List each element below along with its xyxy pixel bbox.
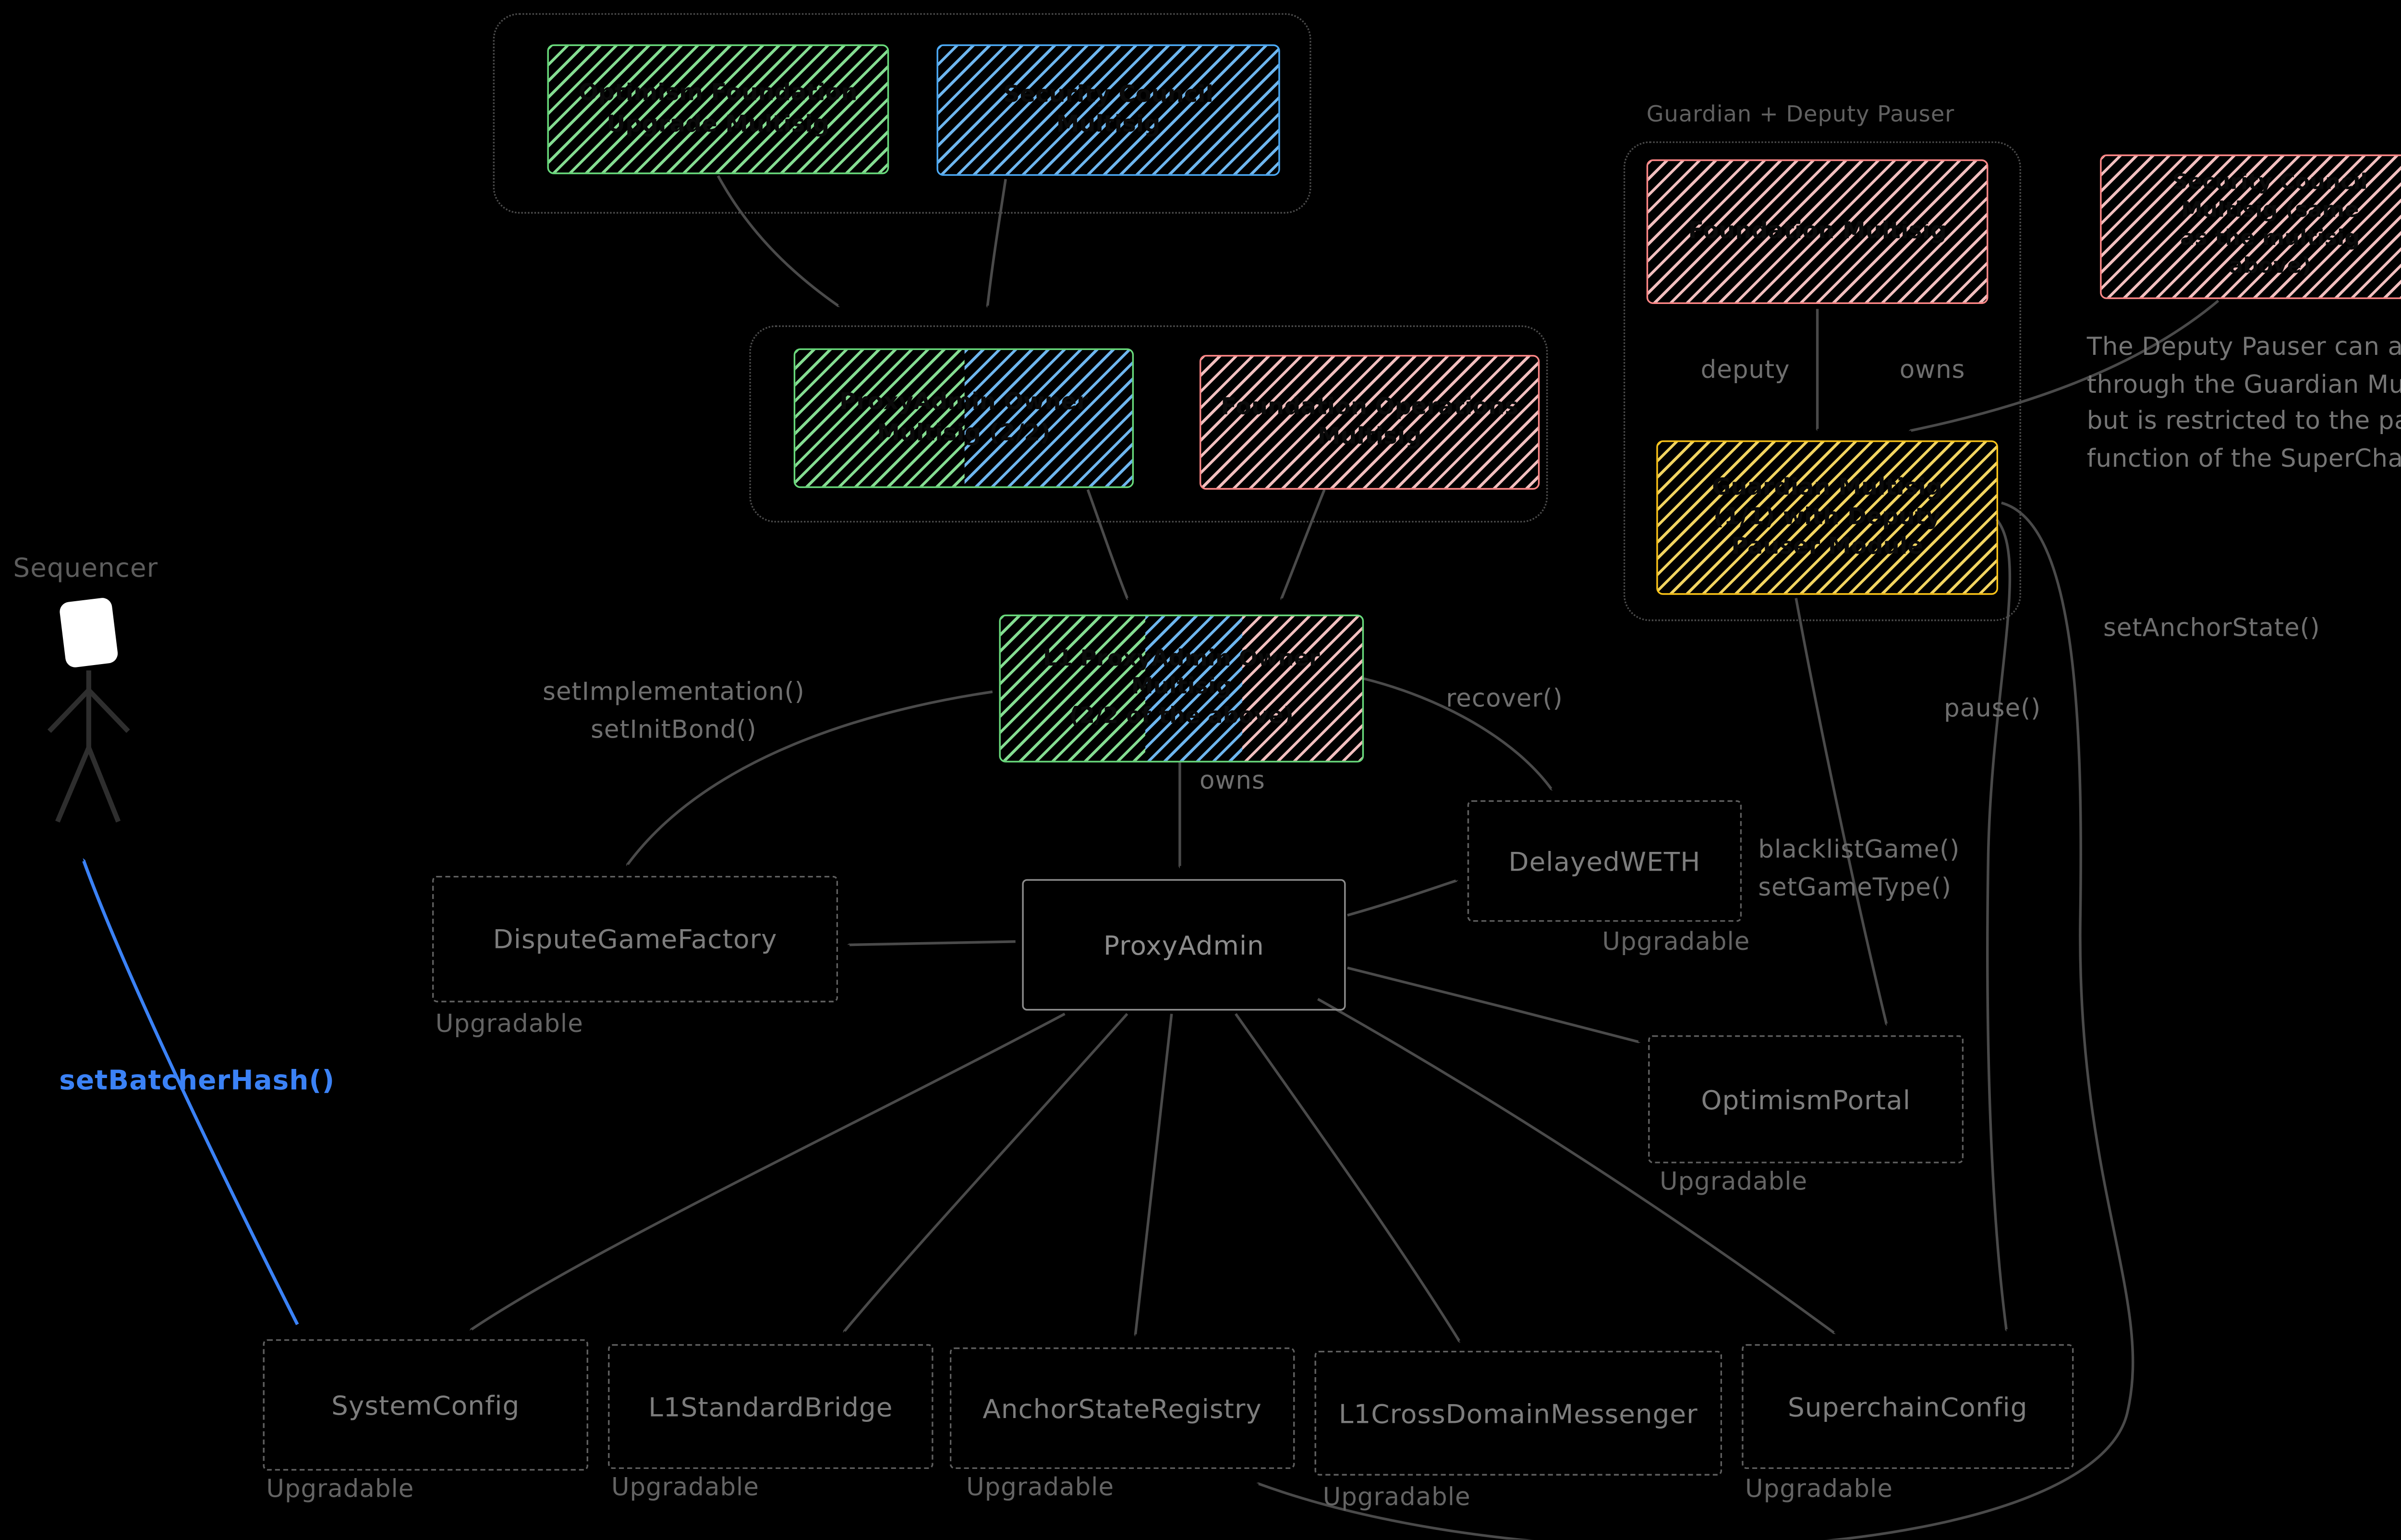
box-label-line: Multisig (same (2181, 199, 2359, 224)
note-line: function of the SuperChainConfig (2086, 443, 2401, 473)
l1-proxyadmin-owner-box: L1 ProxyAdmin Owner Multisig (2/2 of the… (999, 614, 1364, 763)
blue-half (963, 350, 1132, 486)
security-council-multisig-box: Security Council Multisig (936, 44, 1280, 176)
owns-proxyadmin-edge-label: owns (1199, 765, 1265, 796)
guardian-group-container (1623, 141, 2021, 621)
delayedweth-box: DelayedWETH (1467, 800, 1742, 922)
owns-guardian-edge-label: owns (1899, 355, 1965, 385)
arrow-proxyadmin-to-systemconfig (472, 1012, 1066, 1329)
l1crossdomainmessenger-upgradable-tag: Upgradable (1322, 1482, 1471, 1512)
foundation-upgrade-multisig-box: Optimism Foundation Upgrade Multisig (547, 44, 889, 174)
superchainconfig-upgradable-tag: Upgradable (1745, 1474, 1893, 1504)
contract-name: L1StandardBridge (648, 1391, 893, 1422)
box-label-line: above) (2229, 255, 2312, 279)
guardian-multisig-box: Guardian Multisig (1/1) with Deputy Paus… (1656, 440, 1998, 595)
box-label-line: Security Council (1003, 82, 1214, 109)
green-half (795, 350, 964, 486)
box-label-line: Foundation Multisig (1688, 218, 1947, 245)
green-band (1000, 616, 1146, 761)
blue-band (1145, 616, 1243, 761)
contract-name: L1CrossDomainMessenger (1338, 1397, 1698, 1429)
disputegamefactory-box: DisputeGameFactory (432, 875, 838, 1003)
sequencer-figure-body (47, 670, 130, 823)
guardian-group-label: Guardian + Deputy Pauser (1646, 102, 1955, 128)
arrow-proxyadmin-to-delayedweth (1347, 881, 1456, 917)
recover-edge-label: recover() (1446, 683, 1563, 714)
l1standardbridge-box: L1StandardBridge (608, 1344, 934, 1469)
owners-group-container (493, 13, 1311, 214)
proxyadmin-owner-2of2-box: ProxyAdmin Owner Multisig (2/2) (793, 348, 1134, 488)
l1crossdomainmessenger-box: L1CrossDomainMessenger (1314, 1350, 1722, 1476)
box-label-line: Optimism Foundation (578, 81, 858, 108)
box-label-line: as the multisig (2180, 227, 2360, 252)
arrow-proxyadmin-to-disputegamefactory (849, 942, 1016, 946)
delayedweth-upgradable-tag: Upgradable (1602, 926, 1750, 957)
sequencer-label: Sequencer (13, 552, 158, 583)
arrow-guardian-pause-superchainconfig (1986, 518, 2012, 1329)
box-label-line: Foundation Operations (1221, 394, 1519, 421)
setanchorstate-edge-label: setAnchorState() (2103, 613, 2320, 643)
box-label-line: ProxyAdmin Owner (839, 390, 1088, 416)
edge-label-line: setImplementation() (543, 677, 805, 707)
box-label-line: (1/1) with Deputy (1713, 504, 1941, 531)
blacklistgame-edge-label: blacklistGame() setGameType() (1758, 831, 1960, 905)
anchorstateregistry-upgradable-tag: Upgradable (966, 1472, 1115, 1502)
note-line: through the Guardian Multisig, (2086, 369, 2401, 399)
arrow-guardian-blacklist-portal (1795, 598, 1886, 1024)
edge-label-line: blacklistGame() (1758, 835, 1960, 864)
contract-name: DisputeGameFactory (493, 923, 777, 955)
arrow-proxyadmin-to-optimismportal (1347, 966, 1638, 1042)
deputy-pauser-note: The Deputy Pauser can act through the Gu… (2087, 328, 2401, 476)
l1standardbridge-upgradable-tag: Upgradable (611, 1472, 759, 1502)
systemconfig-box: SystemConfig (263, 1339, 589, 1471)
optimismportal-upgradable-tag: Upgradable (1660, 1166, 1808, 1197)
contract-name: DelayedWETH (1508, 845, 1701, 877)
edge-label-line: setInitBond() (591, 714, 757, 744)
arrow-proxyadmin-to-l1crossdomainmessenger (1235, 1013, 1459, 1341)
box-label-line: Multisig (1056, 111, 1161, 138)
deputy-pauser-multisig-box: Foundation Multisig (1646, 159, 1989, 304)
foundation-operations-multisig-box: Foundation Operations Multisig (1199, 355, 1540, 490)
systemconfig-upgradable-tag: Upgradable (266, 1474, 414, 1504)
deputy-edge-label: deputy (1700, 355, 1790, 385)
box-label-line: Security Council (2172, 171, 2368, 196)
disputegamefactory-upgradable-tag: Upgradable (435, 1009, 583, 1039)
arrow-proxyadmin-to-anchorstateregistry (1136, 1013, 1173, 1334)
box-label-line: Multisig (1131, 674, 1232, 701)
note-line: The Deputy Pauser can act (2086, 332, 2401, 362)
admin-group-container (749, 325, 1548, 523)
note-line: but is restricted to the pause() (2086, 406, 2401, 436)
proxyadmin-box: ProxyAdmin (1022, 879, 1346, 1011)
anchorstateregistry-box: AnchorStateRegistry (949, 1347, 1295, 1469)
arrow-proxyadmin-to-l1standardbridge (845, 1013, 1128, 1331)
optimismportal-box: OptimismPortal (1648, 1035, 1964, 1164)
pink-band (1243, 616, 1362, 761)
setbatcherhash-edge-label: setBatcherHash() (59, 1065, 335, 1096)
pause-edge-label: pause() (1944, 693, 2041, 723)
box-label-line: Multisig (1317, 424, 1422, 450)
contract-name: ProxyAdmin (1103, 929, 1264, 961)
box-label-line: (2/2 of the above) (1069, 703, 1294, 729)
contract-name: SystemConfig (331, 1389, 520, 1421)
guardian-owner-multisig-box: Security Council Multisig (same as the m… (2100, 154, 2401, 299)
contract-name: AnchorStateRegistry (982, 1393, 1262, 1424)
edge-label-line: setGameType() (1758, 872, 1952, 901)
sequencer-head-icon (59, 596, 119, 669)
box-label-line: Pauser Module (1731, 534, 1923, 561)
superchainconfig-box: SuperchainConfig (1742, 1344, 2074, 1469)
box-label-line: L1 ProxyAdmin Owner (1043, 645, 1320, 672)
contract-name: OptimismPortal (1701, 1083, 1911, 1115)
box-label-line: Multisig (2/2) (877, 420, 1051, 447)
contract-name: SuperchainConfig (1788, 1391, 2028, 1422)
box-label-line: Upgrade Multisig (606, 110, 830, 137)
setimplementation-edge-label: setImplementation() setInitBond() (518, 674, 830, 748)
box-label-line: Guardian Multisig (1712, 474, 1943, 501)
